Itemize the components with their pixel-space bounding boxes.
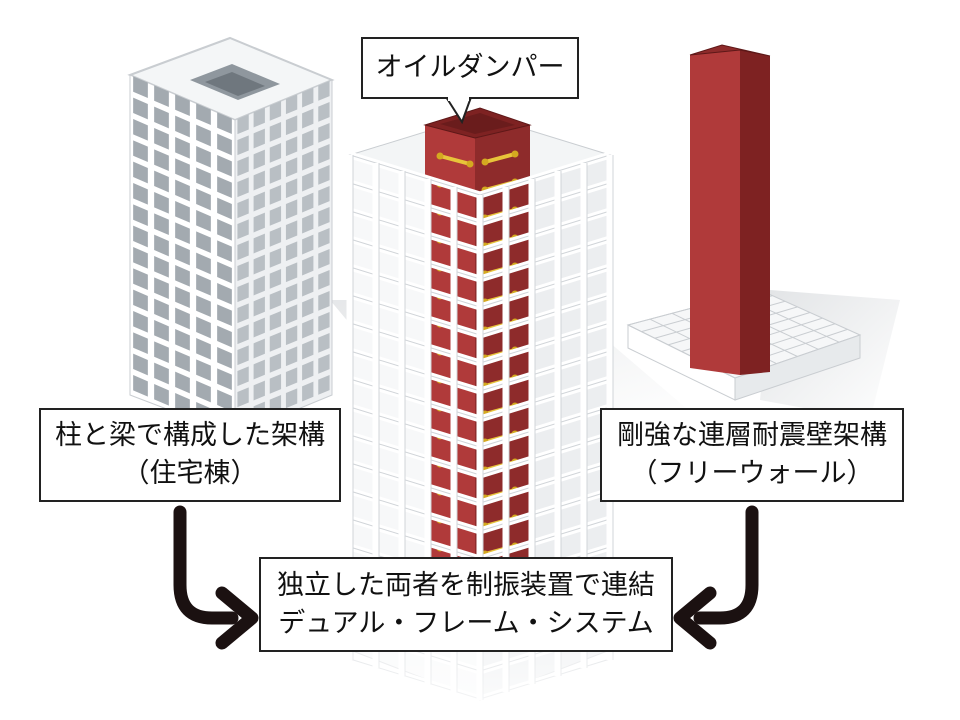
free-wall-callout: 剛強な連層耐震壁架構 （フリーウォール） — [600, 408, 904, 502]
free-wall-front-face — [690, 50, 740, 375]
right-arrow — [693, 505, 759, 625]
free-wall-side-face — [740, 50, 770, 375]
right-arrowhead — [673, 586, 717, 650]
free-wall-line1: 剛強な連層耐震壁架構 — [617, 420, 887, 451]
oil-damper-label: オイルダンパー — [375, 52, 565, 83]
dual-frame-line1: 独立した両者を制振装置で連結 — [277, 569, 655, 601]
free-wall-top-face — [689, 44, 771, 57]
residential-tower — [127, 36, 335, 436]
free-wall-line2: （フリーウォール） — [630, 458, 874, 489]
dual-frame-callout: 独立した両者を制振装置で連結 デュアル・フレーム・システム — [259, 557, 673, 652]
oil-damper-callout: オイルダンパー — [361, 37, 579, 99]
left-arrowhead — [215, 586, 259, 650]
oil-damper — [484, 152, 516, 164]
oil-damper — [439, 154, 471, 166]
oil-damper-pointer-mask — [448, 97, 469, 101]
residential-frame-line1: 柱と梁で構成した架構 — [55, 420, 325, 451]
core-wall-opening — [440, 113, 515, 134]
free-wall-tower — [626, 44, 862, 401]
residential-frame-callout: 柱と梁で構成した架構 （住宅棟） — [39, 408, 341, 502]
left-arrow — [173, 505, 239, 625]
residential-frame-line2: （住宅棟） — [122, 458, 258, 489]
dual-frame-line2: デュアル・フレーム・システム — [278, 607, 654, 639]
